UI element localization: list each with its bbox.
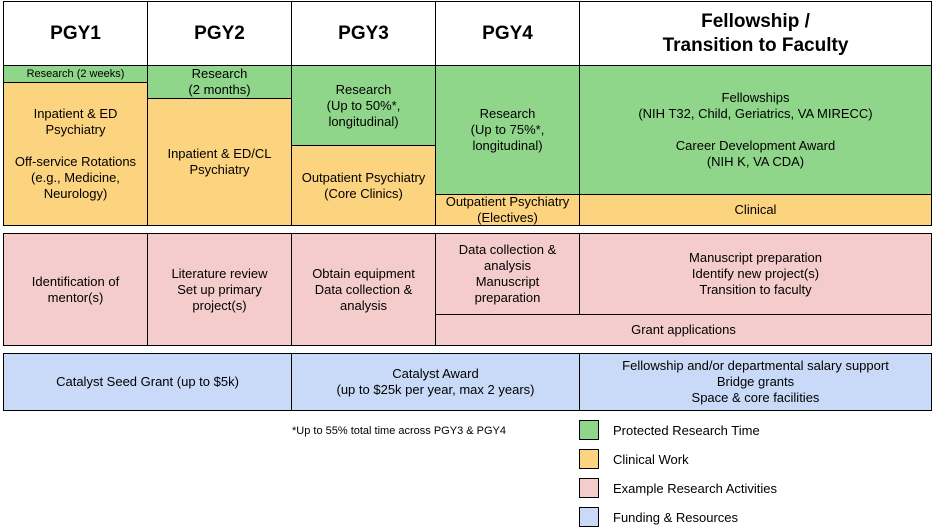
fellowship-activities: Manuscript preparation Identify new proj… (579, 233, 932, 315)
catalyst-award: Catalyst Award (up to $25k per year, max… (291, 353, 580, 411)
legend-swatch-clinical (579, 449, 599, 469)
pgy3-research-block: Research (Up to 50%*, longitudinal) (291, 65, 436, 146)
fellowship-funding: Fellowship and/or departmental salary su… (579, 353, 932, 411)
pgy3-activities: Obtain equipment Data collection & analy… (291, 233, 436, 346)
header-pgy1: PGY1 (3, 1, 148, 66)
legend-swatch-activities (579, 478, 599, 498)
legend-item-research: Protected Research Time (579, 419, 760, 441)
legend-item-clinical: Clinical Work (579, 448, 689, 470)
fellowship-clinical-block: Clinical (579, 194, 932, 226)
header-pgy2: PGY2 (147, 1, 292, 66)
pgy4-activities: Data collection & analysis Manuscript pr… (435, 233, 580, 315)
legend-label-clinical: Clinical Work (613, 451, 689, 467)
header-pgy3: PGY3 (291, 1, 436, 66)
legend-label-funding: Funding & Resources (613, 509, 739, 525)
pgy2-clinical-block: Inpatient & ED/CL Psychiatry (147, 98, 292, 226)
grant-applications: Grant applications (435, 314, 932, 346)
pgy4-clinical-block: Outpatient Psychiatry (Electives) (435, 194, 580, 226)
pgy1-clinical-block: Inpatient & ED Psychiatry Off-service Ro… (3, 82, 148, 226)
legend-item-funding: Funding & Resources (579, 506, 738, 528)
pgy2-research-block: Research (2 months) (147, 65, 292, 99)
legend-swatch-funding (579, 507, 599, 527)
pgy3-clinical-block: Outpatient Psychiatry (Core Clinics) (291, 145, 436, 226)
pgy2-activities: Literature review Set up primary project… (147, 233, 292, 346)
fellowship-research-block: Fellowships (NIH T32, Child, Geriatrics,… (579, 65, 932, 195)
header-pgy4: PGY4 (435, 1, 580, 66)
catalyst-seed-grant: Catalyst Seed Grant (up to $5k) (3, 353, 292, 411)
legend-swatch-research (579, 420, 599, 440)
pgy1-activities: Identification of mentor(s) (3, 233, 148, 346)
legend-item-activities: Example Research Activities (579, 477, 777, 499)
legend-label-activities: Example Research Activities (613, 480, 778, 496)
footnote: *Up to 55% total time across PGY3 & PGY4 (292, 425, 506, 437)
pgy4-research-block: Research (Up to 75%*, longitudinal) (435, 65, 580, 195)
header-fellowship: Fellowship / Transition to Faculty (579, 1, 932, 66)
legend-label-research: Protected Research Time (613, 422, 760, 438)
pgy1-research-block: Research (2 weeks) (3, 65, 148, 83)
